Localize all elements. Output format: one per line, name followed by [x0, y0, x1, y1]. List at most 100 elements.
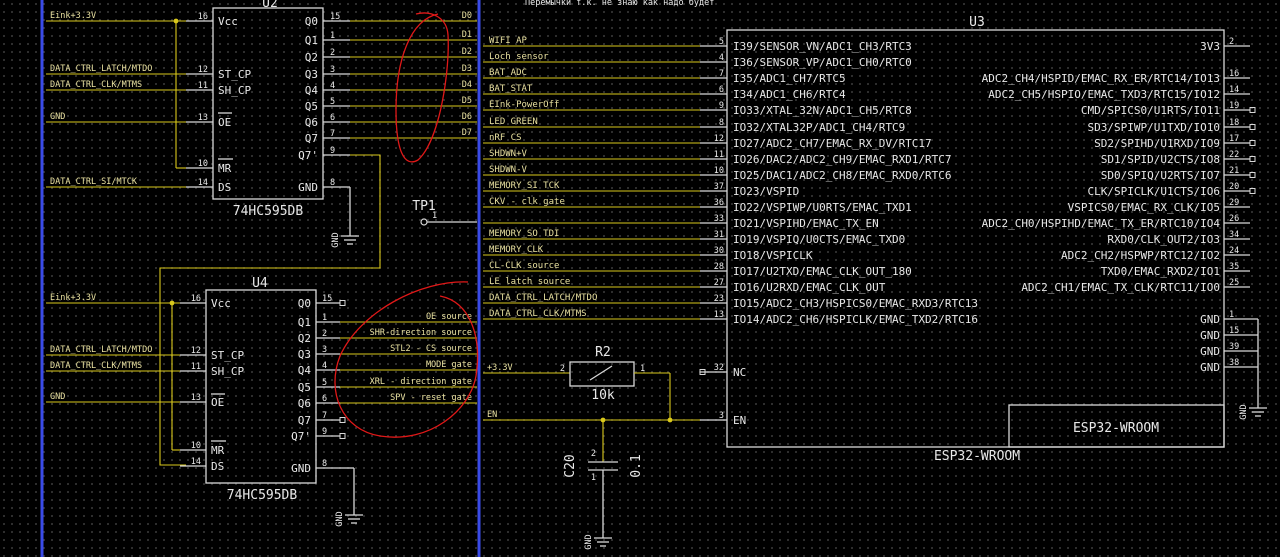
u2-rpin-name-5: Q5: [305, 100, 318, 113]
u3-gpin-num-3: 38: [1229, 358, 1239, 368]
u3-lpin-name-16: IO15/ADC2_CH3/HSPICS0/EMAC_RXD3/RTC13: [733, 297, 978, 310]
u2-rpin-name-1: Q1: [305, 34, 318, 47]
u3-rpin-num-5: 17: [1229, 134, 1239, 144]
u3-nc-stub-7: [1249, 172, 1256, 178]
u3-lpin-name-15: IO16/U2RXD/EMAC_CLK_OUT: [733, 281, 886, 294]
u3-nc-stub-6: [1249, 156, 1256, 162]
u2-pin-name-1: ST_CP: [218, 68, 251, 81]
u2-rpin-name-4: Q4: [305, 84, 319, 97]
u3-lpin-num-4: 9: [719, 101, 724, 111]
u2-pin-num-3: 13: [198, 113, 208, 123]
u3-nc-num: 32: [714, 363, 724, 373]
u3-rpin-num-2: 14: [1229, 85, 1239, 95]
u4-rnet-label-4: MODE gate: [426, 360, 472, 370]
u3-rpin-num-6: 22: [1229, 150, 1239, 160]
u3-lpin-name-6: IO27/ADC2_CH7/EMAC_RX_DV/RTC17: [733, 137, 932, 150]
u3-lpin-name-5: IO32/XTAL32P/ADC1_CH4/RTC9: [733, 121, 905, 134]
u4-net-label-1: DATA_CTRL_LATCH/MTDO: [50, 345, 152, 355]
u3-lpin-num-2: 7: [719, 69, 724, 79]
u3-lpin-name-13: IO18/VSPICLK: [733, 249, 813, 262]
u3-rpin-num-4: 18: [1229, 118, 1239, 128]
tp1-ref-label: TP1: [412, 199, 435, 214]
u3-lpin-num-3: 6: [719, 85, 724, 95]
u4-rnet-label-5: XRL - direction gate: [370, 377, 472, 387]
u4-rpin-num-4: 4: [322, 361, 327, 371]
u3-lpin-name-8: IO25/DAC1/ADC2_CH8/EMAC_RXD0/RTC6: [733, 169, 952, 182]
u3-nc-stub-4: [1249, 124, 1256, 130]
u3-rpin-name-10: ADC2_CH0/HSPIHD/EMAC_TX_ER/RTC10/IO4: [982, 217, 1221, 230]
u3-rpin-name-14: ADC2_CH1/EMAC_TX_CLK/RTC11/IO0: [1021, 281, 1220, 294]
u4-rpin-num-9: 8: [322, 459, 327, 469]
u2-rpin-num-7: 7: [330, 129, 335, 139]
u3-lpin-name-0: I39/SENSOR_VN/ADC1_CH3/RTC3: [733, 40, 912, 53]
u2-rnet-label-5: D5: [462, 96, 472, 106]
u3-lnet-label-16: DATA_CTRL_LATCH/MTDO: [489, 293, 597, 303]
u3-rpin-name-9: VSPICS0/EMAC_RX_CLK/IO5: [1068, 201, 1220, 214]
u4-pin-name-0: Vcc: [211, 297, 231, 310]
u3-lpin-name-9: IO23/VSPID: [733, 185, 799, 198]
u3-rpin-num-13: 35: [1229, 262, 1239, 272]
u3-rpin-name-13: TXD0/EMAC_RXD2/IO1: [1101, 265, 1220, 278]
u3-rpin-num-1: 16: [1229, 69, 1239, 79]
tp1-pad: [420, 218, 428, 226]
u4-rpin-name-9: GND: [291, 462, 311, 475]
u3-gpin-name-3: GND: [1200, 361, 1220, 374]
u3-lnet-label-5: LED GREEN: [489, 117, 538, 127]
u3-rpin-num-9: 29: [1229, 198, 1239, 208]
u2-rpin-num-3: 3: [330, 65, 335, 75]
u2-body: [212, 7, 324, 200]
u3-lnet-label-4: EInk-PowerOff: [489, 100, 559, 110]
u3-en-name: EN: [733, 414, 746, 427]
u3-lnet-label-0: WIFI AP: [489, 36, 528, 46]
u3-lnet-label-12: MEMORY_SO TDI: [489, 229, 559, 239]
u2-pin-num-1: 12: [198, 65, 208, 75]
u4-rpin-num-2: 2: [322, 329, 327, 339]
u4-pin-name-5: DS: [211, 460, 224, 473]
u3-part-label: ESP32-WROOM: [934, 449, 1020, 464]
u4-rpin-num-5: 5: [322, 378, 327, 388]
u3-nc-stub: [699, 369, 706, 375]
r2-pin-right: 1: [640, 364, 645, 374]
u2-rpin-num-9: 8: [330, 178, 335, 188]
u3-gpin-name-1: GND: [1200, 329, 1220, 342]
u3-lpin-name-7: IO26/DAC2/ADC2_CH9/EMAC_RXD1/RTC7: [733, 153, 952, 166]
u3-gpin-name-2: GND: [1200, 345, 1220, 358]
u4-nc-stub-8: [339, 433, 346, 439]
u2-rpin-name-3: Q3: [305, 68, 318, 81]
u4-pin-name-3: OE: [211, 396, 224, 409]
u3-rpin-name-12: ADC2_CH2/HSPWP/RTC12/IO2: [1061, 249, 1220, 262]
u4-nc-stub-7: [339, 417, 346, 423]
u2-net-label-3: GND: [50, 112, 65, 122]
u2-pin-name-5: DS: [218, 181, 231, 194]
u3-lpin-num-5: 8: [719, 118, 724, 128]
u2-rpin-num-5: 5: [330, 97, 335, 107]
annotation-circle-u2: [395, 12, 449, 163]
u4-ref-label: U4: [252, 276, 268, 291]
u3-rpin-num-12: 24: [1229, 246, 1239, 256]
u2-rpin-name-9: GND: [298, 181, 318, 194]
u4-vcc-junction: [169, 300, 175, 306]
u4-rpin-num-8: 9: [322, 427, 327, 437]
u2-rpin-num-0: 15: [330, 12, 340, 22]
u4-pin-name-4: MR: [211, 444, 225, 457]
u4-rpin-num-6: 6: [322, 394, 327, 404]
u3-lnet-label-10: CKV - clk gate: [489, 197, 565, 207]
u4-net-label-2: DATA_CTRL_CLK/MTMS: [50, 361, 142, 371]
u3-lpin-name-1: I36/SENSOR_VP/ADC1_CH0/RTC0: [733, 56, 912, 69]
u3-rpin-num-0: 2: [1229, 37, 1234, 47]
u3-rpin-name-5: SD2/SPIHD/U1RXD/IO9: [1094, 137, 1220, 150]
u3-lpin-num-9: 37: [714, 182, 724, 192]
u2-rpin-name-7: Q7: [305, 132, 318, 145]
u3-rpin-name-4: SD3/SPIWP/U1TXD/IO10: [1088, 121, 1220, 134]
u3-rpin-name-0: 3V3: [1200, 40, 1220, 53]
u3-lpin-name-2: I35/ADC1_CH7/RTC5: [733, 72, 846, 85]
u3-lpin-name-17: IO14/ADC2_CH6/HSPICLK/EMAC_TXD2/RTC16: [733, 313, 978, 326]
u3-lpin-num-8: 10: [714, 166, 724, 176]
u3-lpin-num-10: 36: [714, 198, 724, 208]
u2-ref-label: U2: [262, 0, 278, 11]
u3-lpin-name-14: IO17/U2TXD/EMAC_CLK_OUT_180: [733, 265, 912, 278]
u2-q7s-cascade: [159, 154, 381, 466]
u3-lnet-label-3: BAT_STAT: [489, 84, 533, 94]
